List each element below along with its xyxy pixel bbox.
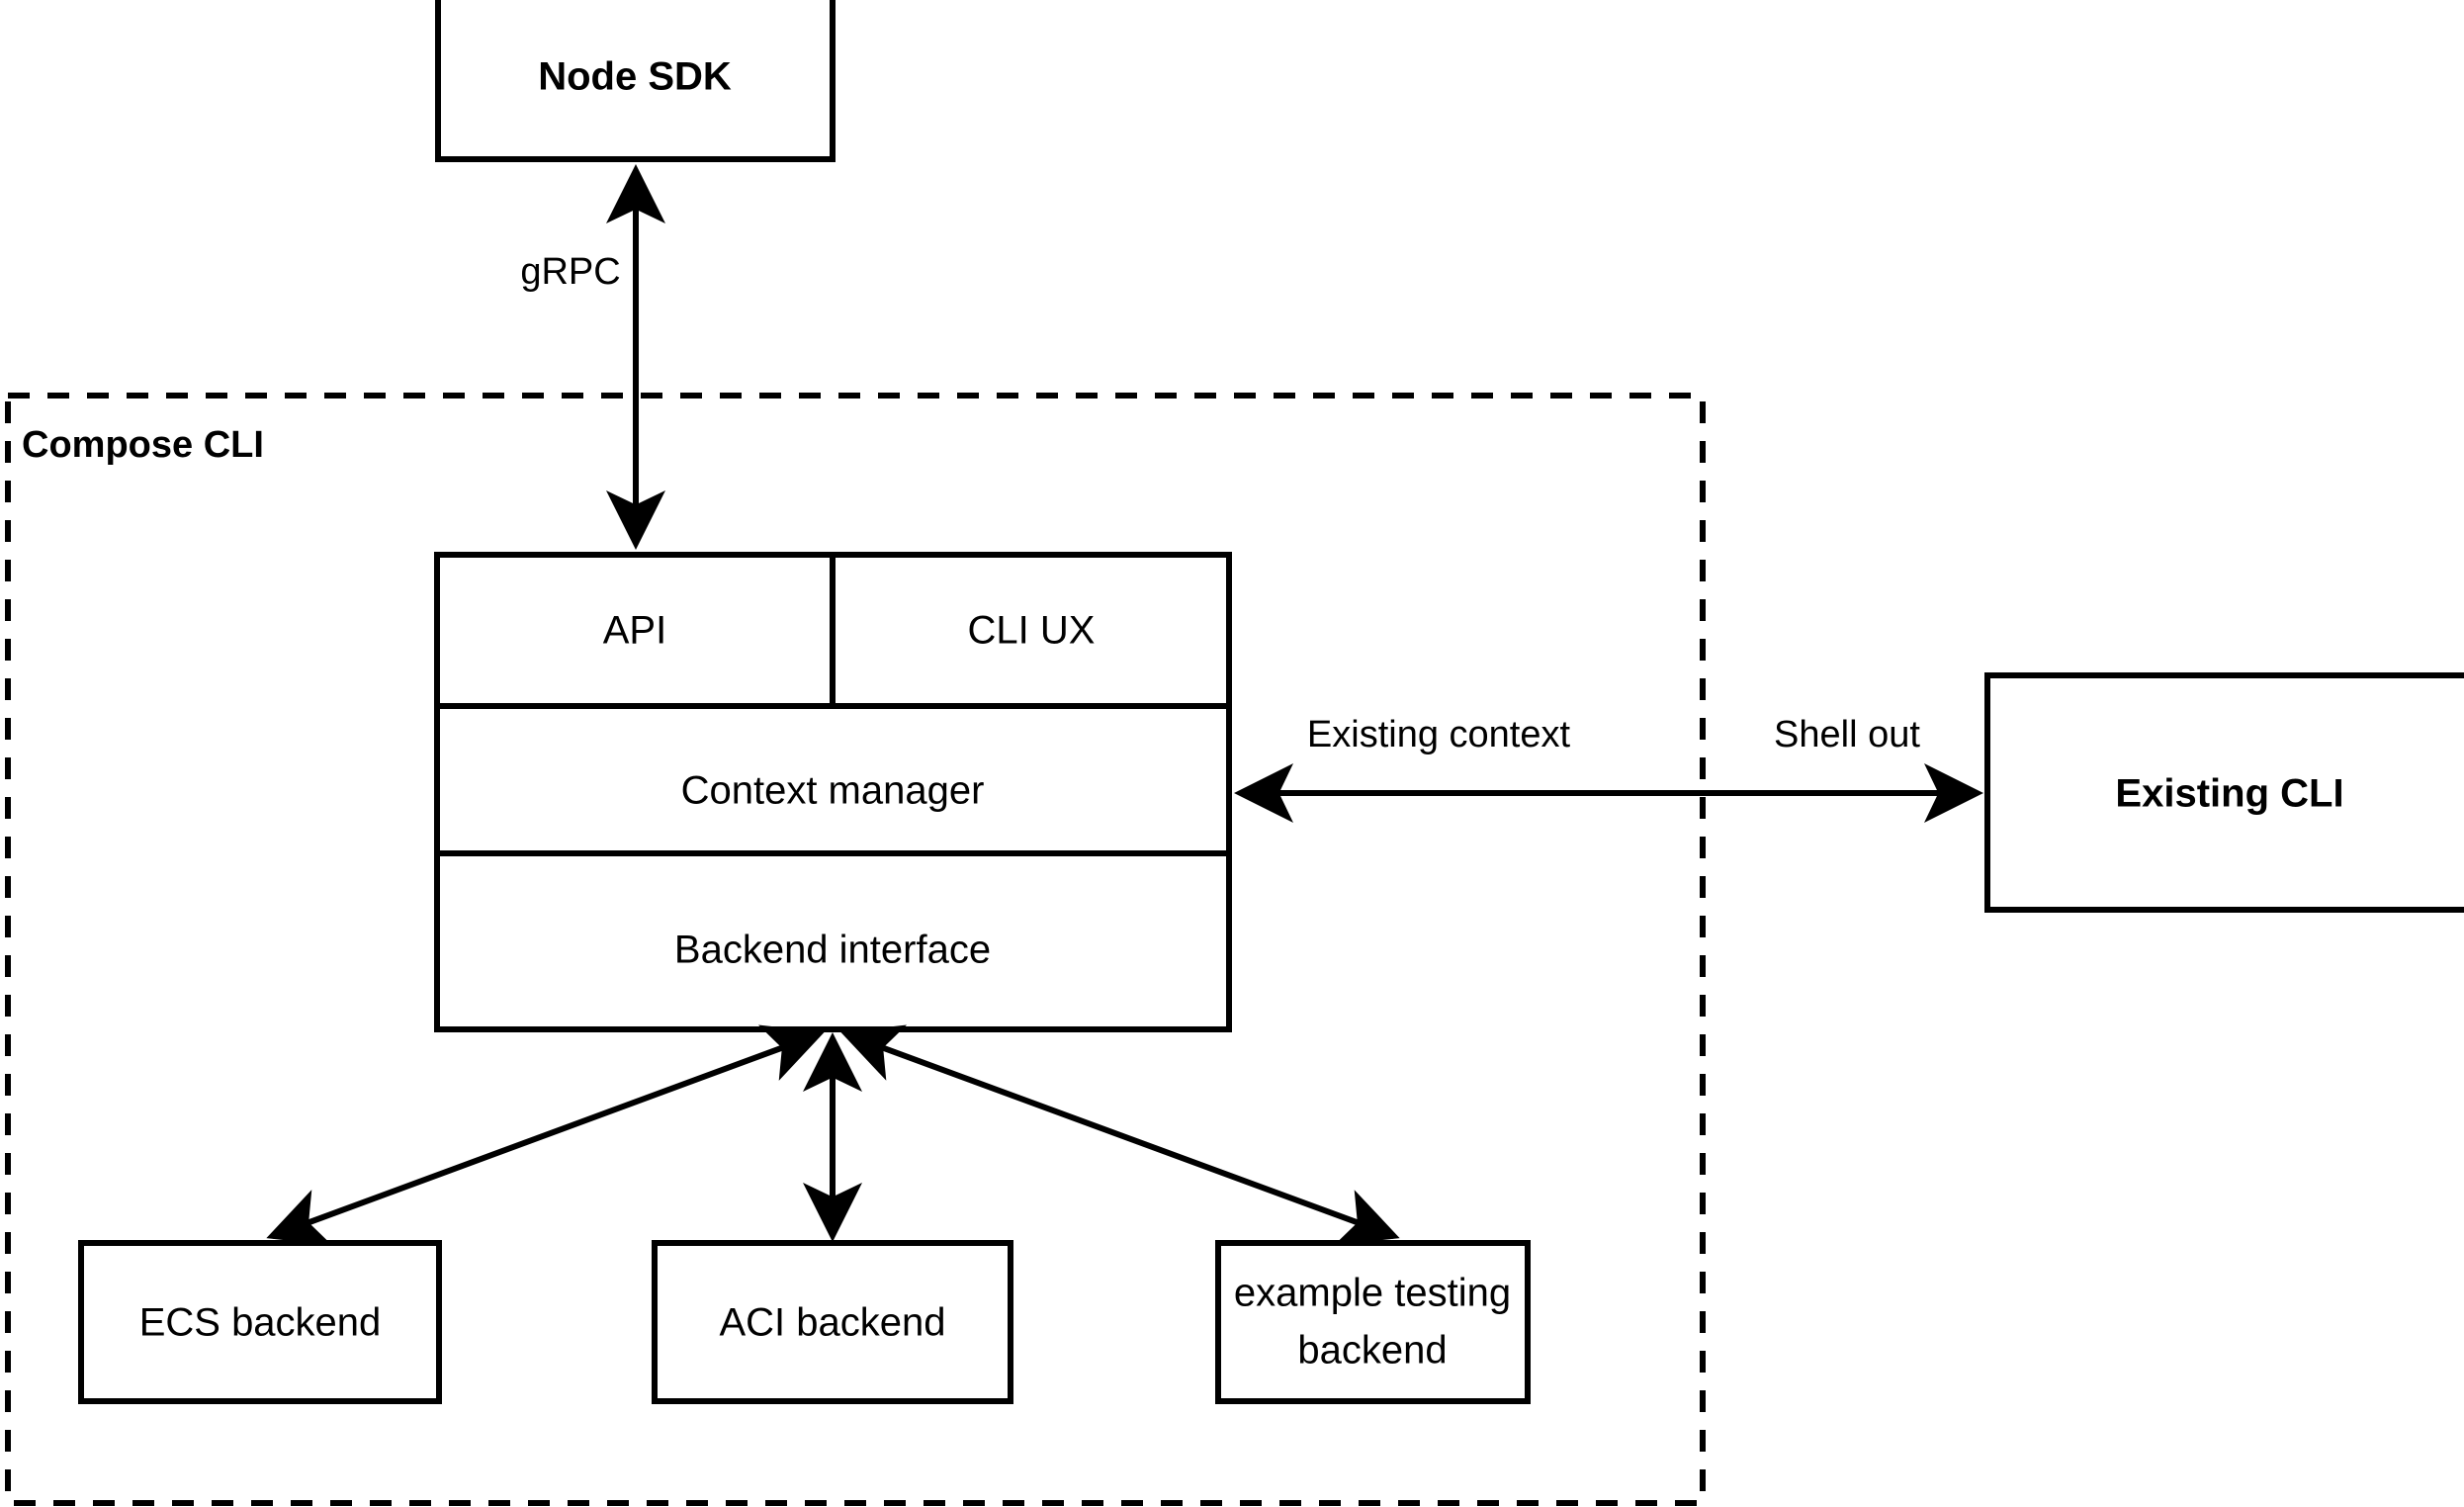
- example-testing-backend-node[interactable]: example testing backend: [1215, 1240, 1531, 1404]
- grpc-edge: gRPC: [520, 164, 665, 550]
- shell-out-label: Shell out: [1774, 714, 1920, 755]
- example-testing-backend-label-line1: example testing: [1234, 1272, 1511, 1315]
- backend-interface-cell[interactable]: Backend interface: [674, 929, 991, 972]
- cli-ux-cell[interactable]: CLI UX: [968, 609, 1096, 653]
- existing-cli-box[interactable]: [1984, 672, 2464, 913]
- compose-cli-group: Compose CLI: [5, 393, 1706, 1506]
- ecs-backend-label: ECS backend: [139, 1301, 382, 1345]
- example-testing-backend-box[interactable]: [1215, 1240, 1531, 1404]
- node-sdk-node[interactable]: Node SDK: [435, 0, 836, 162]
- context-manager-cell[interactable]: Context manager: [681, 769, 985, 813]
- api-label: API: [603, 609, 666, 653]
- context-manager-label: Context manager: [681, 769, 985, 813]
- ecs-backend-node[interactable]: ECS backend: [78, 1240, 442, 1404]
- existing-cli-edge: Existing context Shell out: [1234, 714, 1983, 823]
- aci-backend-box[interactable]: [652, 1240, 1013, 1404]
- api-cell[interactable]: API: [603, 609, 666, 653]
- aci-backend-node[interactable]: ACI backend: [652, 1240, 1013, 1404]
- backend-interface-label: Backend interface: [674, 929, 991, 972]
- example-testing-backend-label-line2: backend: [1297, 1329, 1447, 1373]
- compose-cli-stack: API CLI UX Context manager Backend inter…: [434, 552, 1232, 1032]
- existing-cli-node[interactable]: Existing CLI: [1984, 672, 2464, 913]
- backend-to-ecs-arrow: [266, 1024, 825, 1246]
- node-sdk-box[interactable]: [435, 0, 836, 162]
- grpc-label: gRPC: [520, 251, 620, 293]
- ecs-backend-box[interactable]: [78, 1240, 442, 1404]
- existing-cli-label: Existing CLI: [2115, 772, 2343, 816]
- backend-to-example-arrow: [840, 1024, 1400, 1246]
- cli-ux-label: CLI UX: [968, 609, 1096, 653]
- compose-cli-label: Compose CLI: [22, 424, 264, 466]
- compose-cli-boundary: [5, 393, 1706, 1506]
- backend-connectors: [266, 1024, 1400, 1246]
- aci-backend-label: ACI backend: [719, 1301, 945, 1345]
- node-sdk-label: Node SDK: [538, 55, 732, 99]
- existing-context-label: Existing context: [1307, 714, 1571, 755]
